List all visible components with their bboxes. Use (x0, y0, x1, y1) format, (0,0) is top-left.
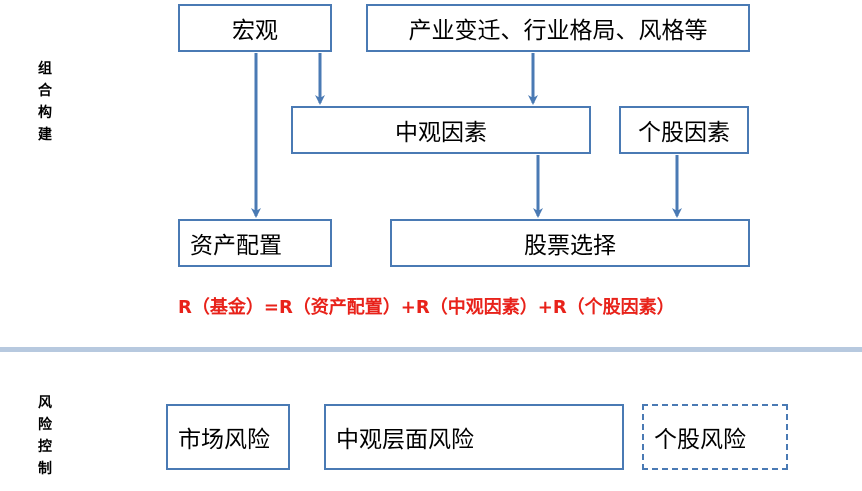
meso-risk-box: 中观层面风险 (324, 404, 624, 470)
stock-selection-box: 股票选择 (390, 219, 750, 267)
portfolio-construction-label: 组合构建 (38, 61, 52, 143)
stock-selection-box-label: 股票选择 (524, 233, 616, 259)
stock-factor-box-label: 个股因素 (638, 120, 730, 146)
meso-factor-box: 中观因素 (291, 106, 591, 154)
meso-factor-box-label: 中观因素 (395, 120, 487, 146)
macro-box-label: 宏观 (232, 18, 278, 44)
macro-box: 宏观 (178, 4, 332, 52)
stock-factor-box: 个股因素 (619, 106, 749, 154)
return-attribution-formula: R（基金）=R（资产配置）+R（中观因素）+R（个股因素） (178, 297, 675, 318)
stock-risk-box-label: 个股风险 (654, 427, 746, 453)
market-risk-box-label: 市场风险 (178, 427, 270, 453)
industry-box: 产业变迁、行业格局、风格等 (366, 4, 750, 52)
asset-allocation-box: 资产配置 (178, 219, 332, 267)
risk-control-label: 风险控制 (38, 395, 52, 477)
section-divider (0, 347, 862, 352)
market-risk-box: 市场风险 (166, 404, 290, 470)
industry-box-label: 产业变迁、行业格局、风格等 (408, 18, 708, 44)
stock-risk-box: 个股风险 (642, 404, 788, 470)
meso-risk-box-label: 中观层面风险 (336, 427, 474, 453)
asset-allocation-box-label: 资产配置 (190, 233, 282, 259)
